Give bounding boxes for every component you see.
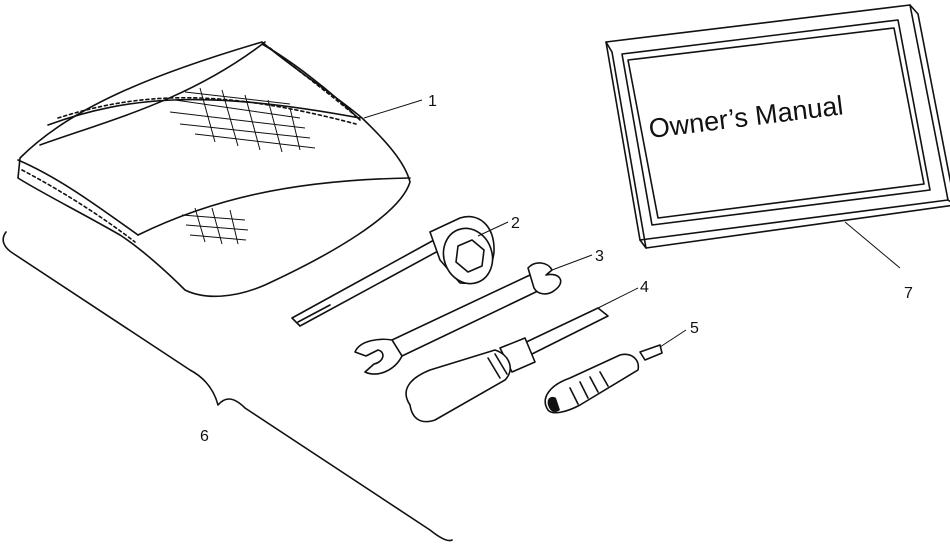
small-screwdriver [544, 344, 663, 414]
open-end-wrench [354, 262, 562, 375]
leader-2 [477, 221, 509, 237]
socket-wrench [291, 215, 495, 327]
callout-6: 6 [200, 428, 209, 445]
owners-manual: Owner’s Manual [605, 4, 950, 249]
tool-pouch [17, 41, 411, 298]
callout-5: 5 [690, 320, 699, 337]
tool-kit-bracket [2, 231, 453, 542]
leader-1 [363, 99, 423, 119]
leader-lines [363, 99, 901, 348]
callout-1: 1 [428, 93, 437, 110]
leader-3 [551, 254, 593, 271]
callout-2: 2 [511, 215, 520, 232]
pouch-crosshatch-small [181, 207, 249, 245]
callout-4: 4 [640, 279, 649, 296]
callout-3: 3 [595, 248, 604, 265]
screwdriver [405, 307, 609, 423]
leader-4 [597, 287, 639, 309]
leader-7 [844, 221, 901, 269]
leader-5 [659, 329, 687, 348]
pouch-crosshatch-large [169, 87, 316, 153]
callout-7: 7 [904, 285, 913, 302]
